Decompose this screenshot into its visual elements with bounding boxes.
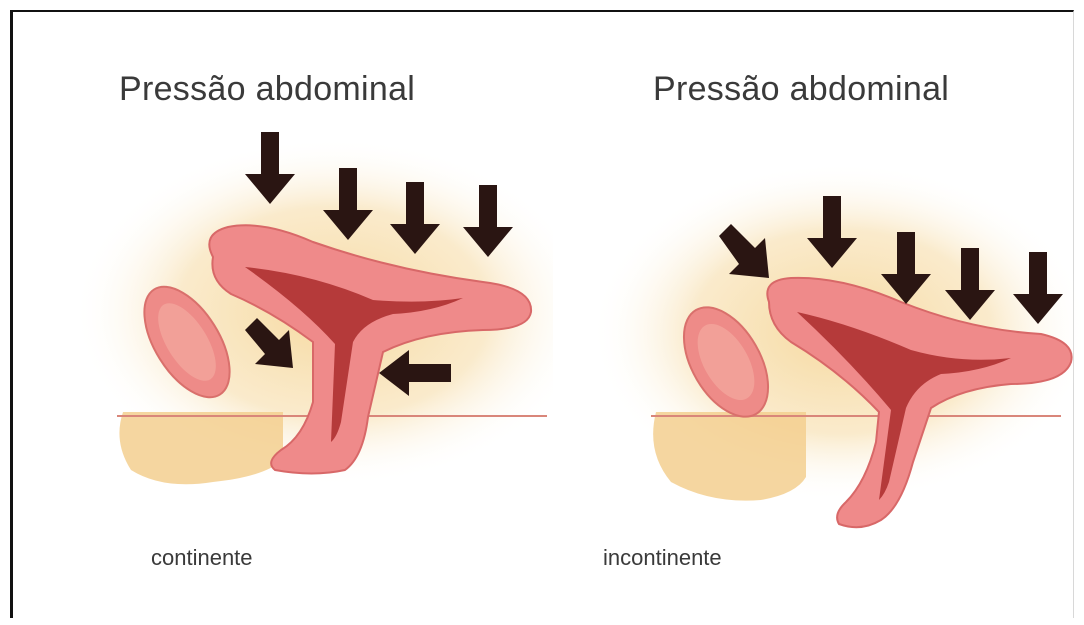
diagram-frame: Pressão abdominal continente	[10, 10, 1074, 618]
panel-title: Pressão abdominal	[119, 70, 415, 109]
panel-title: Pressão abdominal	[653, 70, 949, 109]
pelvic-floor	[653, 412, 806, 501]
panel-label: continente	[151, 545, 253, 571]
panel-label: incontinente	[603, 545, 722, 571]
panel-continente: Pressão abdominal continente	[13, 12, 553, 620]
panel-incontinente: Pressão abdominal incontinente	[541, 12, 1081, 620]
